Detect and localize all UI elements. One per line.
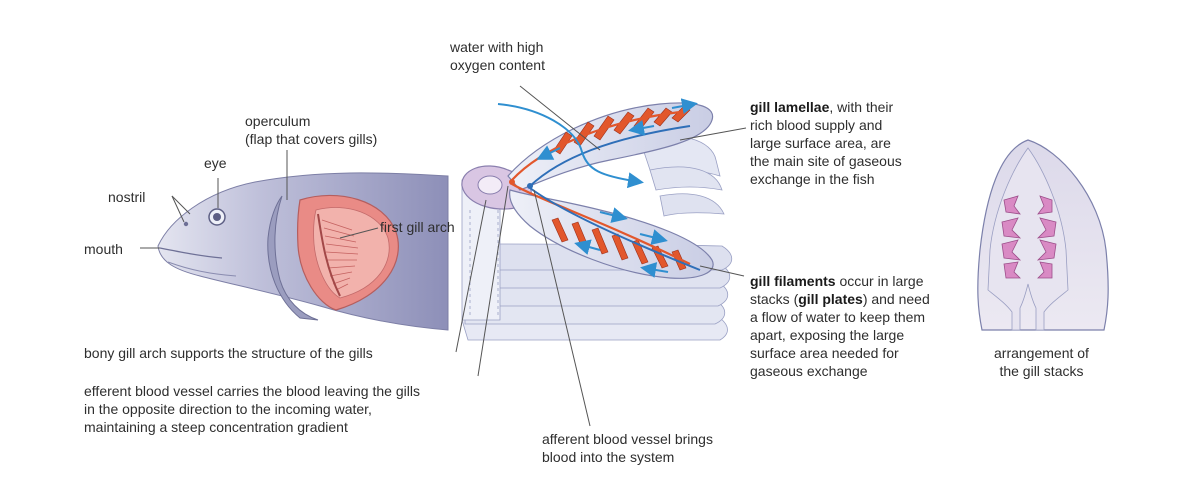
nostril-label: nostril [108,188,145,206]
eye-label: eye [204,154,227,172]
water-label: water with high oxygen content [450,38,545,74]
afferent-vessel-label: afferent blood vessel brings blood into … [542,430,713,466]
bony-gill-arch-label: bony gill arch supports the structure of… [84,344,373,362]
efferent-vessel-label: efferent blood vessel carries the blood … [84,382,420,436]
mouth-label: mouth [84,240,123,258]
gill-stack-arrangement [978,140,1108,330]
fish-head [158,173,448,330]
gill-lamellae-label: gill lamellae, with their rich blood sup… [750,98,902,188]
arrangement-label: arrangement of the gill stacks [994,344,1089,380]
operculum-label: operculum (flap that covers gills) [245,112,377,148]
gill-filaments-label: gill filaments occur in large stacks (gi… [750,272,930,380]
nostril-icon [184,222,188,226]
first-gill-arch-label: first gill arch [380,218,455,236]
